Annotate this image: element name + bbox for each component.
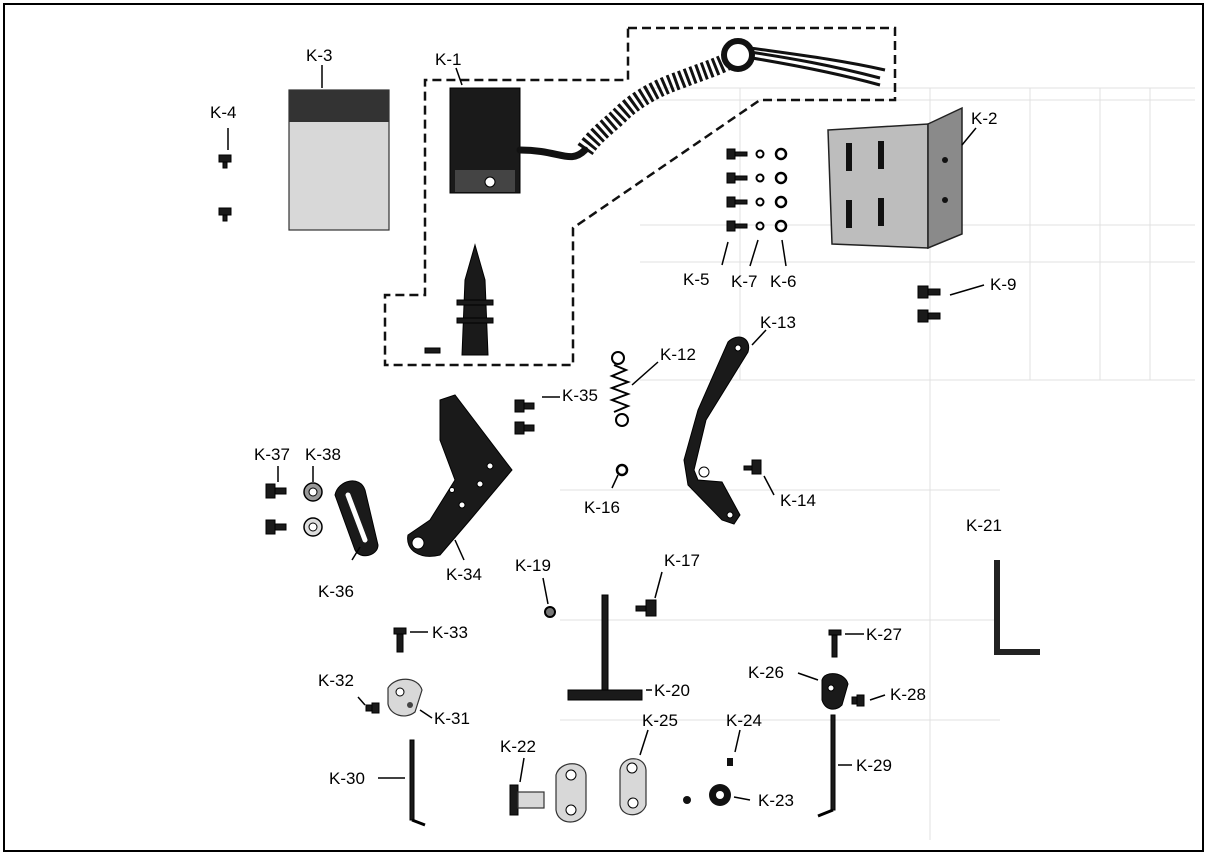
label-k24: K-24	[726, 711, 762, 730]
k22-link-plate	[555, 763, 587, 823]
label-k1: K-1	[435, 50, 461, 69]
k36-link-plate	[334, 480, 379, 557]
k37-screws	[265, 483, 287, 535]
label-k3: K-3	[306, 46, 332, 65]
k23-washer	[709, 784, 731, 806]
kit-group-outline	[383, 26, 897, 367]
label-k37: K-37	[254, 445, 290, 464]
label-k21: K-21	[966, 516, 1002, 535]
k27-screw	[828, 629, 842, 658]
k14-screw	[743, 459, 762, 475]
k12-spring	[609, 351, 631, 427]
k9-screws	[917, 285, 941, 323]
k38-washers	[303, 482, 323, 537]
k25-link	[619, 758, 647, 816]
label-k26: K-26	[748, 663, 784, 682]
diagram-border	[3, 3, 1204, 852]
k29-rod	[817, 714, 836, 818]
label-k31: K-31	[434, 709, 470, 728]
label-k33: K-32	[318, 671, 354, 690]
label-k12: K-12	[660, 345, 696, 364]
label-k14: K-14	[780, 491, 816, 510]
k3-foam-pad	[288, 89, 390, 231]
label-k29: K-29	[856, 756, 892, 775]
label-k17: K-17	[664, 551, 700, 570]
label-k7: K-7	[731, 272, 757, 291]
label-k2: K-2	[971, 109, 997, 128]
plunger	[424, 243, 494, 356]
k16-ring	[615, 463, 629, 477]
label-k28: K-28	[890, 685, 926, 704]
k13-lever	[683, 336, 750, 525]
label-k9: K-9	[990, 275, 1016, 294]
label-k32: K-33	[432, 623, 468, 642]
k31-link	[387, 678, 423, 717]
label-k6: K-6	[770, 272, 796, 291]
k35-screws	[514, 399, 535, 435]
k20-t-handle	[567, 594, 643, 701]
label-k19: K-19	[515, 556, 551, 575]
k17-screw	[635, 599, 657, 617]
k21-l-rod	[994, 560, 1040, 655]
label-k5: K-5	[683, 270, 709, 289]
label-k13: K-13	[760, 313, 796, 332]
k4-screws	[218, 154, 232, 222]
k5-k7-k6-hardware	[726, 147, 788, 233]
label-k27: K-27	[866, 625, 902, 644]
small-ball	[683, 796, 691, 804]
label-k30: K-30	[329, 769, 365, 788]
label-k4: K-4	[210, 103, 236, 122]
label-k25: K-25	[642, 711, 678, 730]
part-labels: K-3 K-1 K-4 K-2 K-5 K-7 K-6 K-9 K-13 K-1…	[210, 46, 1016, 810]
label-k34: K-34	[446, 565, 482, 584]
k30-rod	[409, 739, 426, 827]
label-k35: K-35	[562, 386, 598, 405]
label-k16: K-16	[584, 498, 620, 517]
k32-screw	[393, 627, 407, 653]
k28-screw	[851, 694, 865, 707]
k26-lever	[821, 673, 849, 710]
k34-bracket	[407, 394, 513, 557]
label-k20: K-20	[654, 681, 690, 700]
k33-screw	[365, 702, 380, 714]
k1-solenoid	[449, 38, 886, 194]
k24-pin	[727, 758, 733, 766]
label-k23: K-23	[758, 791, 794, 810]
k19-nut	[544, 606, 556, 618]
k2-bracket	[827, 106, 963, 250]
label-k38: K-38	[305, 445, 341, 464]
label-k36: K-36	[318, 582, 354, 601]
label-k22: K-22	[500, 737, 536, 756]
leader-lines	[227, 65, 985, 801]
k22-pin	[509, 784, 545, 816]
